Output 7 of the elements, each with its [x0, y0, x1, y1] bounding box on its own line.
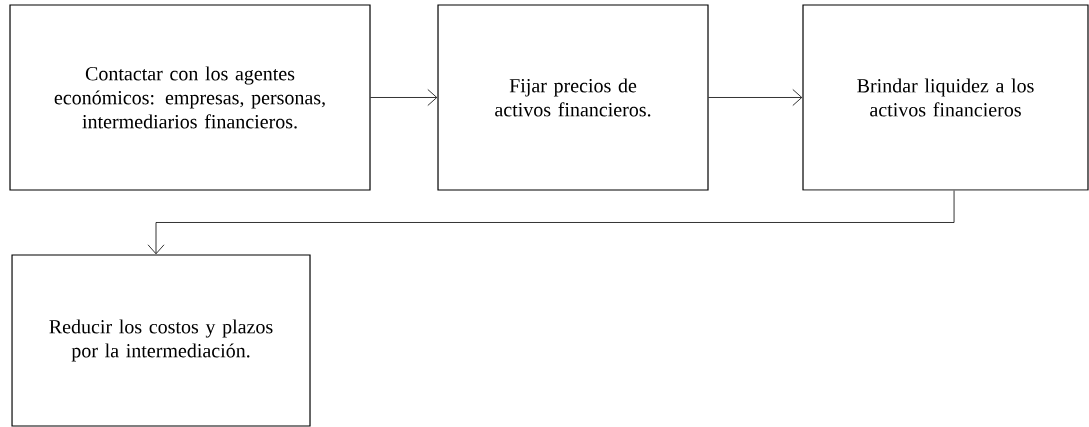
process-box: Contactar con los agentes económicos: empresas, personas, intermediarios financieros. — [9, 4, 371, 191]
arrow — [147, 190, 955, 255]
process-box: Reducir los costos y plazos por la intermediación. — [11, 254, 311, 427]
process-box: Brindar liquidez a los activos financieros — [802, 4, 1089, 191]
arrow — [370, 89, 438, 106]
arrow — [708, 89, 803, 106]
process-box: Fijar precios de activos financieros. — [437, 4, 709, 191]
